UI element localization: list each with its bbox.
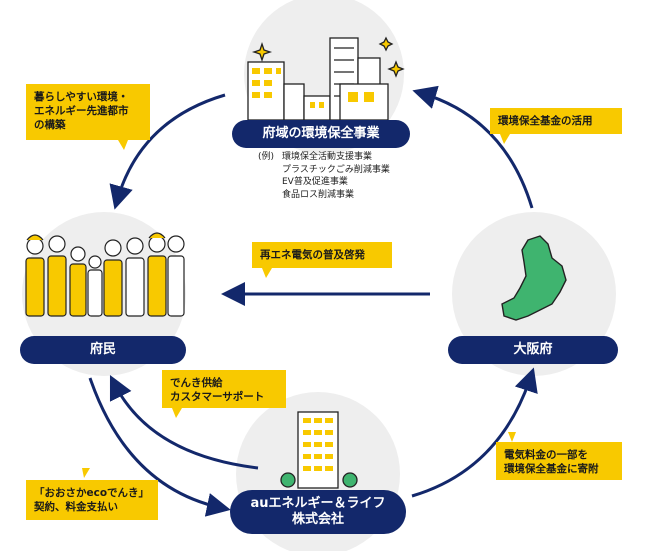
callout-supply-support: でんき供給 カスタマーサポート xyxy=(162,370,286,408)
node-label-line2: 株式会社 xyxy=(291,512,344,527)
callout-line: 環境保全基金の活用 xyxy=(498,115,593,127)
citizens-illustration xyxy=(25,232,185,317)
callout-fund-utilization: 環境保全基金の活用 xyxy=(490,108,622,134)
node-residents: 府民 xyxy=(20,336,186,364)
callout-contract-payment: 「おおさかecoでんき」 契約、料金支払い xyxy=(26,480,158,520)
callout-donation: 電気料金の一部を 環境保全基金に寄附 xyxy=(496,442,622,480)
node-label-line1: auエネルギー＆ライフ xyxy=(250,495,386,511)
arrow-right-to-top xyxy=(412,85,534,209)
callout-tail xyxy=(82,468,90,478)
node-prefecture-environment-projects: 府域の環境保全事業 xyxy=(232,120,410,148)
callout-tail xyxy=(118,140,128,150)
callout-tail xyxy=(508,432,516,442)
callout-line: エネルギー先進都市 xyxy=(34,105,129,118)
callout-line: 環境保全基金に寄附 xyxy=(504,463,599,476)
callout-line: カスタマーサポート xyxy=(170,391,265,404)
node-osaka-prefecture: 大阪府 xyxy=(448,336,618,364)
example-item: 食品ロス削減事業 xyxy=(282,189,355,200)
arrow-left-to-bottom xyxy=(88,377,231,517)
callout-renewable-promotion: 再エネ電気の普及啓発 xyxy=(252,242,392,268)
example-item: EV普及促進事業 xyxy=(282,177,348,187)
osaka-map-illustration xyxy=(501,235,567,321)
example-item: 環境保全活動支援事業 xyxy=(282,152,373,162)
node-label: 府民 xyxy=(89,341,116,357)
node-label: 大阪府 xyxy=(513,341,553,357)
arrow-top-to-left xyxy=(109,93,226,210)
arrow-bottom-to-right xyxy=(411,367,538,498)
examples-label: (例) xyxy=(258,152,275,162)
callout-line: 再エネ電気の普及啓発 xyxy=(260,249,365,261)
callout-tail xyxy=(172,408,182,418)
callout-line: 暮らしやすい環境・ xyxy=(34,91,129,103)
company-building-illustration xyxy=(280,411,358,489)
city-buildings-illustration xyxy=(247,36,405,121)
callout-tail xyxy=(262,268,272,278)
callout-line: でんき供給 xyxy=(170,377,223,389)
node-label: 府域の環境保全事業 xyxy=(262,125,380,141)
callout-line: の構築 xyxy=(34,119,66,132)
callout-line: 契約、料金支払い xyxy=(34,501,118,514)
example-item: プラスチックごみ削減事業 xyxy=(282,164,390,175)
node-au-energy-life: auエネルギー＆ライフ 株式会社 xyxy=(230,490,406,534)
callout-line: 電気料金の一部を xyxy=(504,449,588,461)
project-examples: (例) 環境保全活動支援事業 プラスチックごみ削減事業 EV普及促進事業 食品ロ… xyxy=(258,151,390,201)
callout-line: 「おおさかecoでんき」 xyxy=(34,487,150,499)
arrow-bottom-to-left xyxy=(109,374,259,470)
callout-better-living-city: 暮らしやすい環境・ エネルギー先進都市 の構築 xyxy=(26,84,150,140)
callout-tail xyxy=(500,134,510,144)
